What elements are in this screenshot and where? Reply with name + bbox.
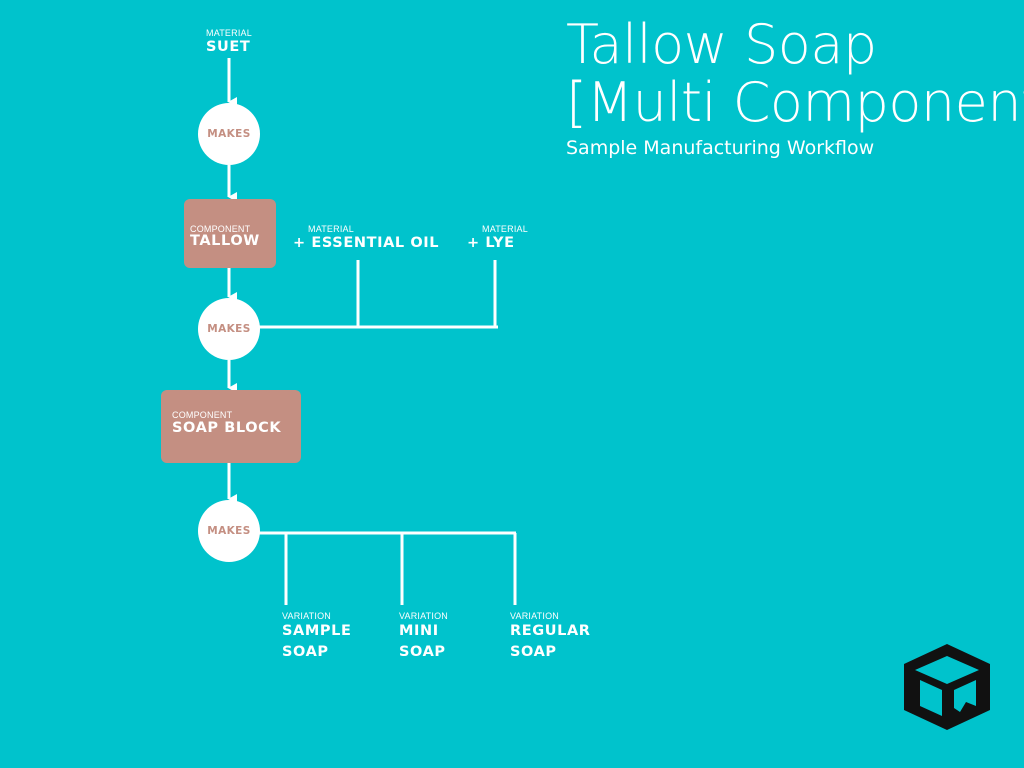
variation-mini-soap: VARIATION MINI SOAP: [399, 611, 448, 663]
node-lye: MATERIAL + LYE: [467, 224, 528, 252]
variation-sample-soap: VARIATION SAMPLE SOAP: [282, 611, 351, 663]
node-suet: MATERIAL SUET: [206, 28, 252, 56]
component-soap-block: COMPONENT SOAP BLOCK: [161, 390, 301, 463]
variation-name-line2: SOAP: [399, 644, 446, 660]
suet-type-label: MATERIAL: [206, 28, 252, 38]
makes-label: MAKES: [207, 128, 251, 140]
makes-node-3: MAKES: [198, 500, 260, 562]
lye-name: + LYE: [467, 235, 515, 251]
essential-oil-type-label: MATERIAL: [308, 224, 354, 234]
suet-name: SUET: [206, 39, 251, 55]
soap-block-name: SOAP BLOCK: [172, 420, 282, 436]
tallow-name: TALLOW: [190, 233, 260, 249]
variation-name-line2: SOAP: [282, 644, 329, 660]
variation-type-label: VARIATION: [510, 611, 559, 621]
variation-type-label: VARIATION: [282, 611, 331, 621]
title-block: Tallow Soap [Multi Component] Sample Man…: [566, 16, 1024, 160]
makes-label: MAKES: [207, 323, 251, 335]
page-title: Tallow Soap: [566, 13, 877, 76]
variation-name-line1: REGULAR: [510, 623, 591, 639]
makes-label: MAKES: [207, 525, 251, 537]
node-essential-oil: MATERIAL + ESSENTIAL OIL: [293, 224, 439, 252]
page-title-line2: [Multi Component]: [566, 71, 1024, 134]
makes-node-1: MAKES: [198, 103, 260, 165]
variation-name-line1: SAMPLE: [282, 623, 352, 639]
variation-name-line2: SOAP: [510, 644, 557, 660]
tallow-type-label: COMPONENT: [190, 224, 251, 234]
component-tallow: COMPONENT TALLOW: [184, 199, 276, 268]
page-subtitle: Sample Manufacturing Workflow: [566, 137, 875, 159]
variation-name-line1: MINI: [399, 623, 439, 639]
variation-regular-soap: VARIATION REGULAR SOAP: [510, 611, 591, 663]
soap-block-type-label: COMPONENT: [172, 410, 233, 420]
variation-type-label: VARIATION: [399, 611, 448, 621]
box-logo-icon: [904, 644, 990, 730]
lye-type-label: MATERIAL: [482, 224, 528, 234]
essential-oil-name: + ESSENTIAL OIL: [293, 235, 440, 251]
makes-node-2: MAKES: [198, 298, 260, 360]
